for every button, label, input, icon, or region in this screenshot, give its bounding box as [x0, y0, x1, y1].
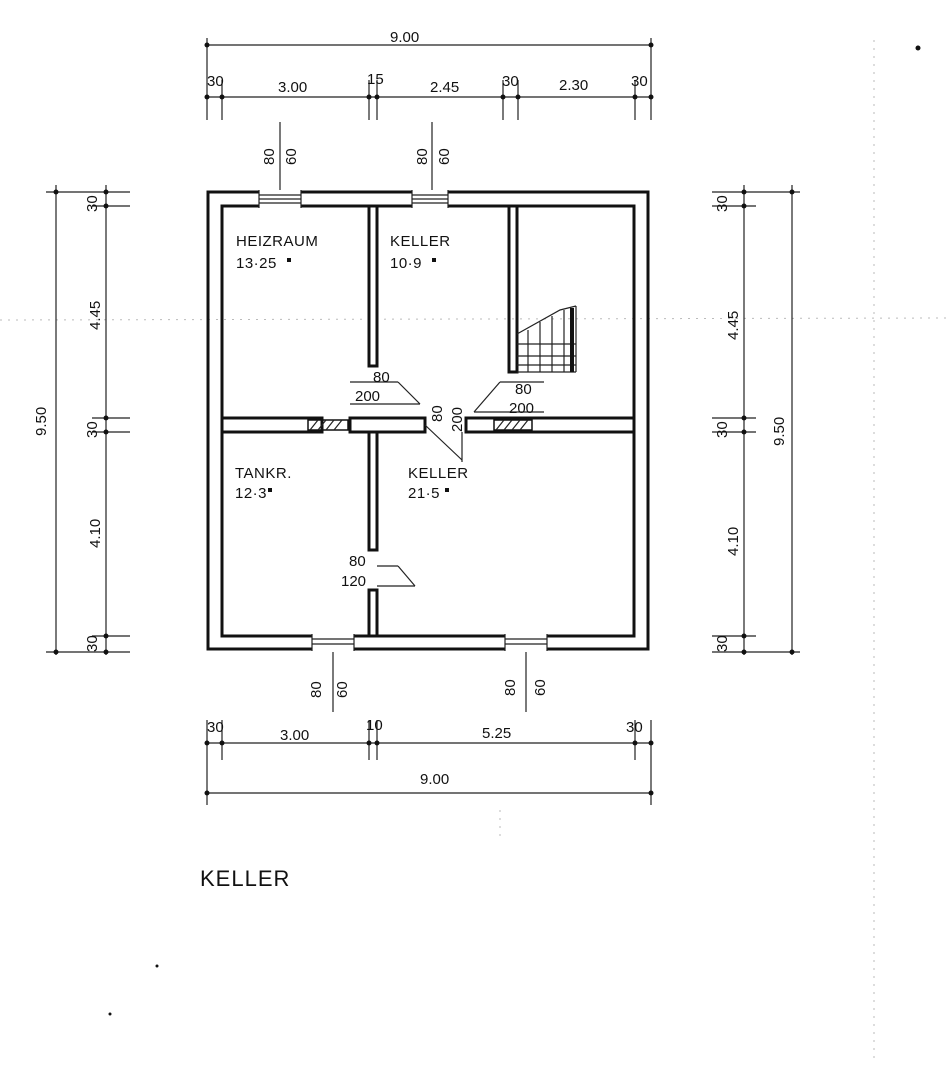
room-keller-top-name: KELLER [390, 233, 451, 250]
dim-top-total: 9.00 [390, 29, 419, 46]
walls [206, 189, 650, 652]
door-swings [350, 381, 544, 587]
room-keller-top-area: 10·9 [390, 255, 422, 272]
dim-bottom-seg5: 30 [626, 719, 643, 736]
window-bot-left-height: 60 [334, 681, 351, 698]
scan-specks [108, 45, 921, 1016]
door3-height: 200 [449, 407, 466, 432]
dim-bottom-seg4: 5.25 [482, 725, 511, 742]
dim-left-seg4: 4.10 [87, 519, 104, 548]
room-keller-top: KELLER 10·9 [390, 233, 451, 272]
door1-height: 200 [355, 388, 380, 405]
door2-width: 80 [515, 381, 532, 398]
dim-top-seg7: 30 [631, 73, 648, 90]
dim-bottom-seg1: 30 [207, 719, 224, 736]
dim-top-seg5: 30 [502, 73, 519, 90]
window-labels: 80 60 80 60 80 60 80 60 [261, 122, 549, 712]
window-bot-mid-width: 80 [502, 679, 519, 696]
dim-right-seg1: 30 [714, 195, 731, 212]
dim-right-seg3: 30 [714, 421, 731, 438]
door2-height: 200 [509, 400, 534, 417]
window-top-mid-width: 80 [414, 148, 431, 165]
dim-top-seg3: 15 [367, 71, 384, 88]
dim-right-total: 9.50 [771, 417, 788, 446]
room-tankr-name: TANKR. [235, 465, 292, 482]
dim-bottom-total: 9.00 [420, 771, 449, 788]
dimensions-top: 9.00 30 3.00 15 2.45 30 2.30 30 [204, 29, 654, 120]
dim-top-seg4: 2.45 [430, 79, 459, 96]
door1-width: 80 [373, 369, 390, 386]
dim-left-seg1: 30 [84, 195, 101, 212]
room-tankr-area: 12·3 [235, 485, 267, 502]
room-keller-main-area: 21·5 [408, 485, 440, 502]
window-top-mid-height: 60 [436, 148, 453, 165]
window-top-left-width: 80 [261, 148, 278, 165]
plan-title: KELLER [200, 866, 290, 891]
door4-width: 80 [349, 553, 366, 570]
door4-height: 120 [341, 573, 366, 590]
dim-top-seg1: 30 [207, 73, 224, 90]
window-bot-mid-height: 60 [532, 679, 549, 696]
dim-left-seg3: 30 [84, 421, 101, 438]
dim-right-seg5: 30 [714, 635, 731, 652]
dim-left-seg2: 4.45 [87, 301, 104, 330]
dim-right-seg2: 4.45 [725, 311, 742, 340]
dim-right-seg4: 4.10 [725, 527, 742, 556]
dim-top-seg2: 3.00 [278, 79, 307, 96]
stairs [516, 305, 577, 373]
dimensions-right: 30 4.45 30 4.10 30 9.50 [712, 185, 800, 655]
door-labels: 80 200 80 200 80 200 80 120 [341, 369, 534, 590]
dim-top-seg6: 2.30 [559, 77, 588, 94]
room-keller-main-name: KELLER [408, 465, 469, 482]
room-keller-main: KELLER 21·5 [408, 465, 469, 502]
dim-bottom-seg3: 10 [366, 717, 383, 734]
dim-left-seg5: 30 [84, 635, 101, 652]
room-heizraum-name: HEIZRAUM [236, 233, 318, 250]
dim-left-total: 9.50 [33, 407, 50, 436]
window-bot-left-width: 80 [308, 681, 325, 698]
room-heizraum: HEIZRAUM 13·25 [236, 233, 318, 272]
dimensions-left: 9.50 30 4.45 30 4.10 30 [33, 185, 130, 655]
room-heizraum-area: 13·25 [236, 255, 277, 272]
dim-bottom-seg2: 3.00 [280, 727, 309, 744]
room-tankr: TANKR. 12·3 [235, 465, 292, 502]
door3-width: 80 [429, 405, 446, 422]
paper-grain [0, 40, 948, 1060]
window-top-left-height: 60 [283, 148, 300, 165]
dimensions-bottom: 30 3.00 10 5.25 30 9.00 [204, 717, 654, 805]
